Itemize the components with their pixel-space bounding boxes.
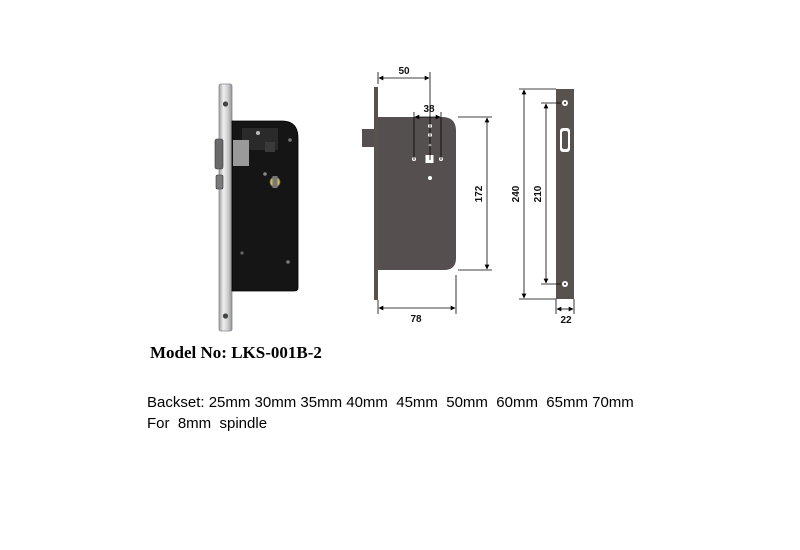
photo-latch-bolt-2 xyxy=(215,174,224,190)
model-label: Model No: xyxy=(150,343,227,362)
faceplate-screw-bottom-inner xyxy=(563,282,567,286)
photo-rivet-1 xyxy=(256,131,260,135)
backset-line: Backset: 25mm 30mm 35mm 40mm 45mm 50mm 6… xyxy=(147,394,634,411)
photo-rivet-5 xyxy=(240,251,244,255)
dim-210-label: 210 xyxy=(533,185,544,202)
photo-cylinder-slot xyxy=(272,176,278,188)
model-number-line: Model No: LKS-001B-2 xyxy=(150,343,322,363)
spindle-line: For 8mm spindle xyxy=(147,415,268,432)
photo-latch-bolt xyxy=(214,138,224,170)
dim-172-label: 172 xyxy=(474,185,485,202)
faceplate-screw-top-inner xyxy=(563,101,567,105)
photo-rivet-3 xyxy=(263,172,267,176)
photo-rivet-2 xyxy=(288,138,292,142)
lock-photo xyxy=(214,83,299,332)
lock-case xyxy=(378,117,456,270)
backset-values: 25mm 30mm 35mm 40mm 45mm 50mm 60mm 65mm … xyxy=(208,394,634,411)
photo-mechanism xyxy=(233,140,249,166)
latch-slot-inner xyxy=(562,131,568,149)
photo-faceplate-screw-bottom xyxy=(222,313,229,319)
photo-rivet-4 xyxy=(286,260,290,264)
dim-38-label: 38 xyxy=(423,104,435,115)
spindle-hole xyxy=(425,155,434,163)
latch-stub xyxy=(362,129,374,147)
dim-22-label: 22 xyxy=(560,315,572,326)
lock-technical-drawing: 50 38 172 78 240 210 xyxy=(214,66,575,332)
faceplate xyxy=(556,89,574,299)
faceplate-front-view: 240 210 22 xyxy=(511,88,575,326)
photo-faceplate xyxy=(218,83,233,332)
hole-bottom xyxy=(428,176,432,180)
dim-240-label: 240 xyxy=(511,185,522,202)
model-number: LKS-001B-2 xyxy=(231,343,322,362)
photo-faceplate-screw-top xyxy=(222,101,229,107)
backset-label: Backset: xyxy=(147,394,205,411)
lock-side-view: 50 38 172 78 xyxy=(362,66,492,325)
photo-follower xyxy=(265,142,275,152)
dim-50-label: 50 xyxy=(398,66,410,77)
dim-78-label: 78 xyxy=(410,314,422,325)
front-plate xyxy=(374,87,378,300)
